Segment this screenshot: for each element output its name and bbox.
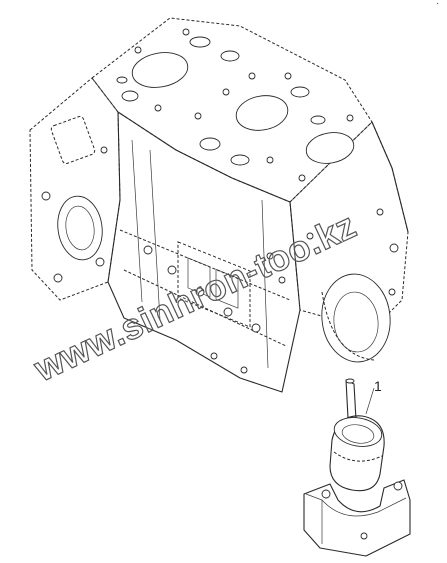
- corner-mark: ·: [436, 0, 440, 9]
- engine-block: [29, 17, 409, 393]
- bearing-cap: [303, 479, 411, 557]
- callout-leader: [365, 387, 375, 415]
- bearing-shell: [329, 415, 385, 492]
- dowel-pin: [345, 378, 357, 421]
- callout-number: 1: [374, 378, 382, 394]
